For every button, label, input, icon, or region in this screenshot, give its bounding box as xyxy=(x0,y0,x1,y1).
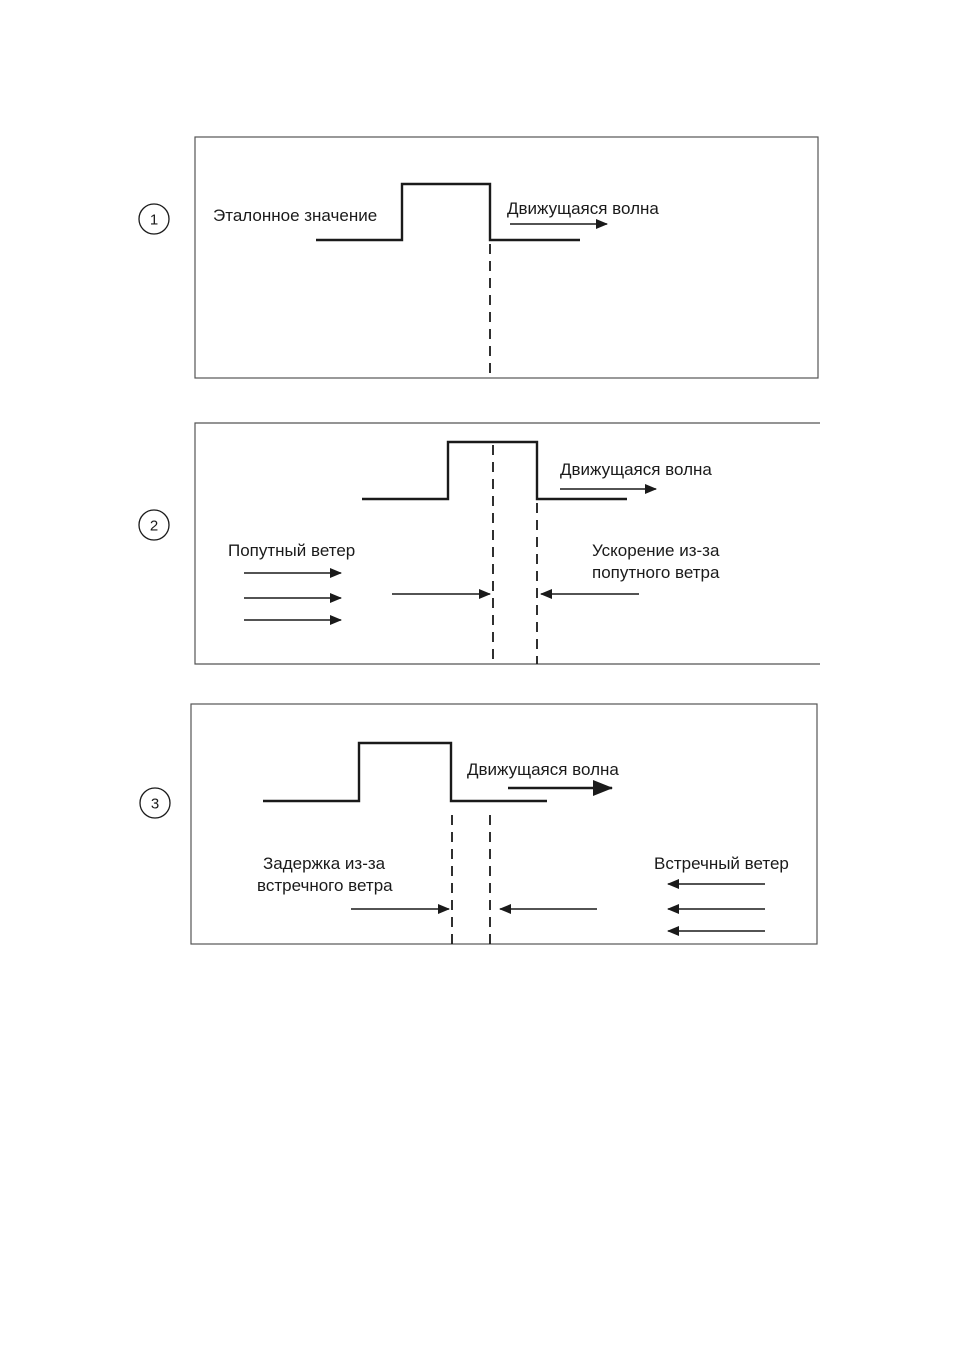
panel-1-badge: 1 xyxy=(139,204,169,234)
panel-3-effect-label-line2: встречного ветра xyxy=(257,876,393,895)
panel-1-reference-label: Эталонное значение xyxy=(213,206,377,225)
panel-2: 2 Движущаяся волна Попутный ветер Ускоре… xyxy=(139,423,820,664)
panel-3-badge: 3 xyxy=(140,788,170,818)
panel-3-effect-label-line1: Задержка из-за xyxy=(263,854,386,873)
panel-1-wave-label: Движущаяся волна xyxy=(507,199,659,218)
panel-3-wind-label: Встречный ветер xyxy=(654,854,789,873)
panel-3-frame xyxy=(191,704,817,944)
panel-1-number: 1 xyxy=(150,212,158,229)
panel-2-number: 2 xyxy=(150,518,158,535)
panel-3: 3 Движущаяся волна Задержка из-за встреч… xyxy=(140,704,817,944)
panel-3-wave-label: Движущаяся волна xyxy=(467,760,619,779)
panel-1: 1 Эталонное значение Движущаяся волна xyxy=(139,137,818,378)
panel-2-wave-label: Движущаяся волна xyxy=(560,460,712,479)
panel-2-effect-label-line1: Ускорение из-за xyxy=(592,541,720,560)
panel-2-effect-label-line2: попутного ветра xyxy=(592,563,720,582)
panel-3-number: 3 xyxy=(151,796,159,813)
panel-2-wind-label: Попутный ветер xyxy=(228,541,355,560)
panel-1-frame xyxy=(195,137,818,378)
panel-2-badge: 2 xyxy=(139,510,169,540)
